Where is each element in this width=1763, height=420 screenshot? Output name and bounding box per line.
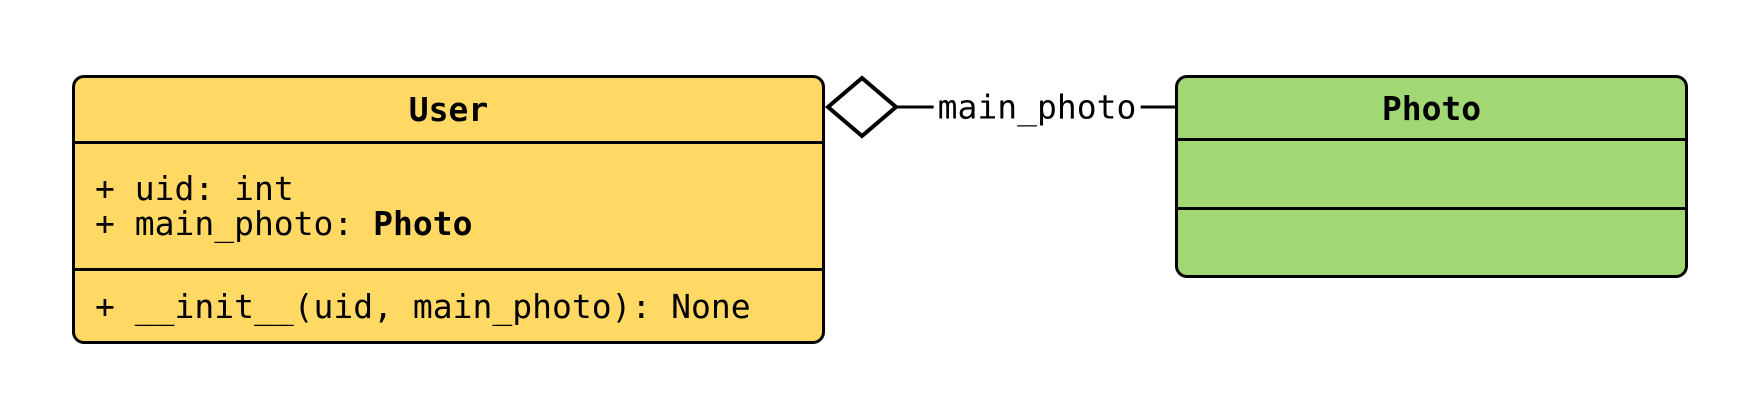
photo-attributes-compartment xyxy=(1178,138,1685,207)
attribute-row: + uid: int xyxy=(95,171,822,206)
attribute-type: Photo xyxy=(373,204,473,243)
user-methods-compartment: + __init__(uid, main_photo): None xyxy=(75,268,822,341)
user-attributes-compartment: + uid: int + main_photo: Photo xyxy=(75,141,822,268)
method-row: + __init__(uid, main_photo): None xyxy=(95,286,751,326)
attribute-row: + main_photo: Photo xyxy=(95,206,822,241)
attribute-type: int xyxy=(234,169,294,208)
attribute-label: + uid: xyxy=(95,169,235,208)
attribute-label: + main_photo: xyxy=(95,204,374,243)
class-node-user: User + uid: int + main_photo: Photo + __… xyxy=(72,75,825,344)
user-class-title: User xyxy=(408,90,489,129)
class-node-photo: Photo xyxy=(1175,75,1688,278)
user-class-header: User xyxy=(75,78,822,141)
aggregation-diamond-icon xyxy=(824,75,900,139)
edge-label: main_photo xyxy=(933,87,1141,127)
photo-class-header: Photo xyxy=(1178,78,1685,138)
photo-methods-compartment xyxy=(1178,207,1685,275)
photo-class-title: Photo xyxy=(1381,88,1482,128)
